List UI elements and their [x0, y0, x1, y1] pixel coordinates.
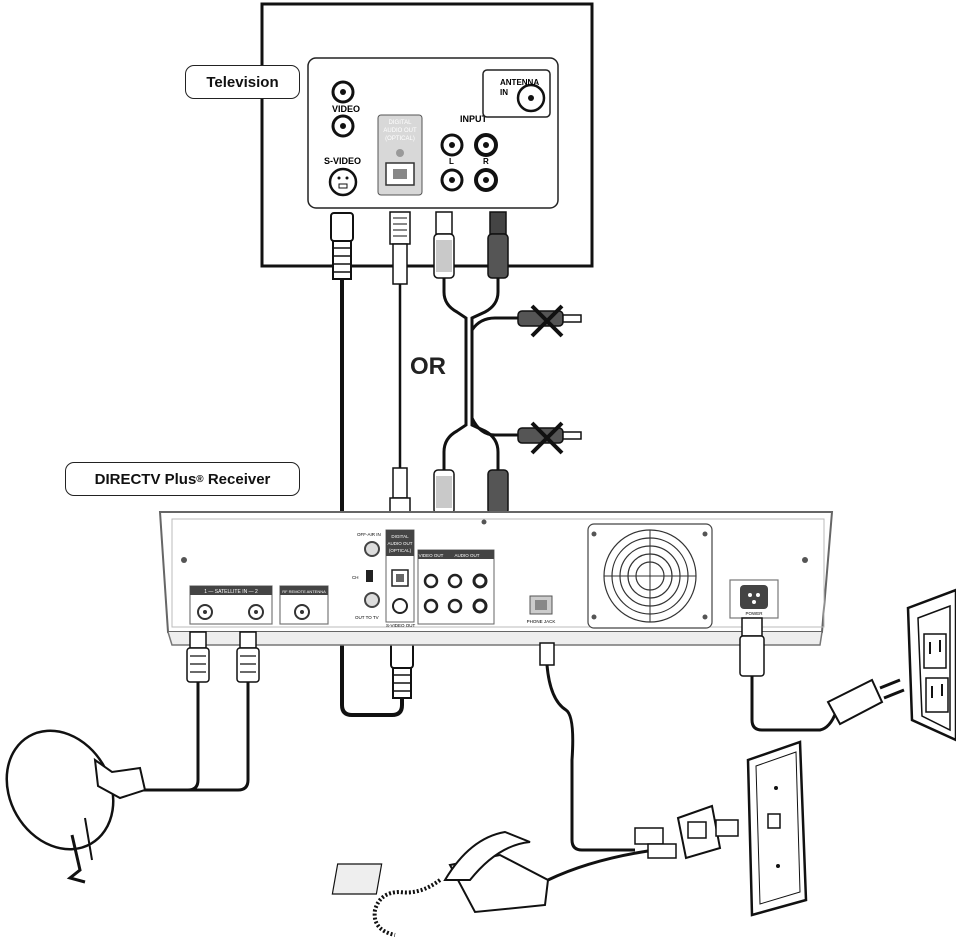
channel-switch-label: CH [352, 575, 359, 580]
not-used-x-mark [530, 304, 564, 455]
directv-plus-receiver: 1 — SATELLITE IN — 2 RF REMOTE ANTENNA O… [158, 511, 834, 646]
rx-audio-out-label: AUDIO OUT [387, 541, 412, 546]
svideo-cable [330, 212, 414, 717]
rx-optical-label: (OPTICAL) [389, 548, 412, 553]
rx-svideo-out-label: S-VIDEO OUT [386, 623, 416, 628]
phone-line [539, 642, 677, 882]
or-label: OR [410, 353, 446, 380]
power-label: POWER [745, 611, 763, 616]
receiver-screws [181, 519, 808, 620]
tv-antenna-input [482, 69, 551, 118]
tv-video-label: VIDEO [332, 104, 360, 114]
receiver-optical-port [385, 529, 415, 623]
television: VIDEO S-VIDEO DIGITAL AUDIO OUT (OPTICAL… [260, 2, 594, 268]
optical-cable [389, 211, 411, 531]
tv-svideo-label: S-VIDEO [324, 156, 361, 166]
rx-digital-label: DIGITAL [391, 534, 409, 539]
phone-jack-label: PHONE JACK [527, 619, 556, 624]
receiver-label-name: DIRECTV Plus [94, 470, 197, 488]
receiver-power-inlet [729, 579, 779, 619]
tv-optical-port [377, 114, 423, 196]
phone-wall-jack [746, 740, 808, 917]
tv-antenna-label: ANTENNA [500, 78, 539, 87]
receiver-fan-grille [587, 523, 713, 629]
wall-outlet [906, 588, 956, 742]
satellite-dish [5, 631, 260, 884]
tv-audio-input-jacks [440, 133, 498, 192]
television-label: Television [185, 65, 300, 99]
out-to-tv-label: OUT TO TV [355, 615, 379, 620]
receiver-av-out-jacks [417, 549, 495, 625]
tv-left-label: L [449, 157, 454, 166]
telephone [331, 830, 550, 937]
satellite-in-label: 1 — SATELLITE IN — 2 [204, 589, 258, 595]
off-air-in-label: OFF-AIR IN [357, 532, 381, 537]
tv-antenna-in-label: IN [500, 88, 508, 97]
tv-digital-label: DIGITAL [389, 120, 413, 126]
rx-video-out-label: VIDEO OUT [419, 553, 444, 558]
television-label-text: Television [206, 73, 279, 91]
remote-antenna-label: RF REMOTE ANTENNA [282, 589, 326, 594]
registered-mark: ® [196, 473, 204, 485]
tv-svideo-jack [328, 167, 358, 197]
tv-input-label: INPUT [460, 114, 488, 124]
power-cord [739, 617, 905, 732]
phone-splitter [676, 804, 739, 860]
tv-optical-label: (OPTICAL) [385, 136, 415, 142]
tv-audio-out-label: AUDIO OUT [383, 128, 417, 134]
receiver-phone-jack [529, 595, 553, 615]
tv-right-label: R [483, 157, 489, 166]
receiver-label-suffix: Receiver [203, 470, 271, 488]
rx-audio-out-jacks-label: AUDIO OUT [454, 553, 479, 558]
receiver-label: DIRECTV Plus® Receiver [65, 462, 300, 496]
rf-remote-antenna-port [279, 585, 329, 625]
tv-video-jack [331, 80, 355, 138]
satellite-in-ports [189, 585, 273, 625]
off-air-ports [364, 541, 380, 608]
